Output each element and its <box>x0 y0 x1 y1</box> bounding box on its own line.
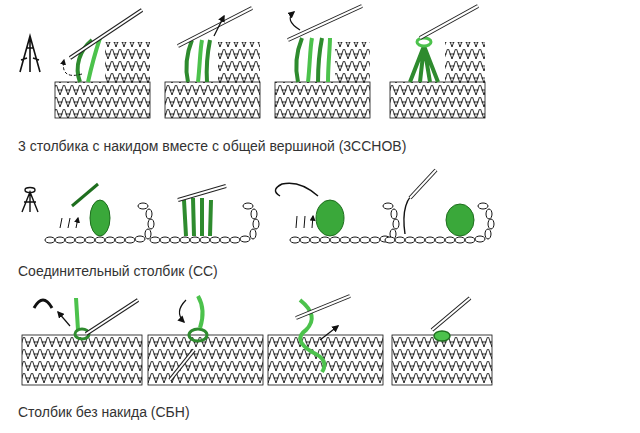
chain <box>385 203 494 243</box>
hook <box>410 170 436 198</box>
yarn <box>76 298 78 330</box>
yarn <box>275 183 318 196</box>
arrow <box>58 312 70 326</box>
hook <box>296 296 350 318</box>
yarn <box>328 38 330 82</box>
stitch-step <box>148 296 263 385</box>
stitch-step <box>390 6 485 118</box>
arrow <box>214 16 224 36</box>
fabric <box>22 335 142 385</box>
stitch-symbol <box>34 300 52 308</box>
arrow <box>63 60 82 75</box>
stitch-step <box>55 10 150 118</box>
fabric <box>268 335 383 385</box>
yarn <box>207 40 210 82</box>
fabric <box>392 335 492 385</box>
bobble <box>316 200 344 236</box>
caption: 3 столбика с накидом вместе с общей верш… <box>18 138 406 155</box>
hook <box>178 8 252 46</box>
stitch-step <box>150 186 259 243</box>
yarn <box>198 40 202 82</box>
hook <box>70 10 142 58</box>
stitch-symbol <box>20 36 40 72</box>
yarn <box>184 198 211 236</box>
chain <box>150 203 259 243</box>
arrow <box>290 12 300 30</box>
hook <box>420 6 478 38</box>
bobble <box>90 200 110 236</box>
yarn <box>318 38 322 82</box>
fabric <box>55 82 150 118</box>
yarn-loop <box>189 329 207 341</box>
fabric <box>390 82 485 118</box>
hook <box>70 10 142 58</box>
stitch-symbol <box>22 192 38 212</box>
hook <box>288 6 362 40</box>
yarn-loop <box>417 38 431 46</box>
hook <box>288 6 362 40</box>
arrow <box>296 216 313 228</box>
yarn <box>296 38 302 82</box>
fabric <box>148 335 263 385</box>
hook <box>410 170 436 198</box>
yarn <box>186 40 192 82</box>
yarn <box>308 38 312 82</box>
caption: Соединительный столбик (СС) <box>18 263 218 280</box>
yarn <box>410 46 438 82</box>
hook <box>170 350 194 380</box>
hook <box>170 350 194 380</box>
hook <box>178 186 226 200</box>
stitch-step <box>268 296 383 385</box>
arrow <box>60 218 78 228</box>
hook <box>432 298 470 330</box>
fabric <box>445 42 485 82</box>
hook <box>86 300 138 334</box>
yarn-loop <box>434 331 450 341</box>
stitch-symbol <box>22 188 38 213</box>
stitch-step <box>45 184 154 243</box>
bobble <box>446 204 474 236</box>
hook <box>86 300 138 334</box>
stitch-step <box>165 8 260 118</box>
arrow <box>320 326 338 340</box>
stitch-step <box>392 298 492 385</box>
stitch-step <box>385 170 494 243</box>
stitch-step <box>275 6 370 118</box>
stitch-step <box>275 183 399 243</box>
fabric <box>335 42 370 82</box>
fabric <box>105 42 150 82</box>
chain <box>290 203 399 243</box>
arrow <box>179 300 186 322</box>
hook <box>432 298 470 330</box>
hook <box>178 8 252 46</box>
hook <box>296 296 350 318</box>
hook <box>178 186 226 200</box>
yarn <box>72 184 98 206</box>
stitch-step <box>22 298 142 385</box>
fabric <box>218 42 260 82</box>
yarn <box>198 296 203 328</box>
fabric <box>275 82 370 118</box>
caption: Столбик без накида (СБН) <box>18 404 190 421</box>
fabric <box>165 82 260 118</box>
hook <box>420 6 478 38</box>
